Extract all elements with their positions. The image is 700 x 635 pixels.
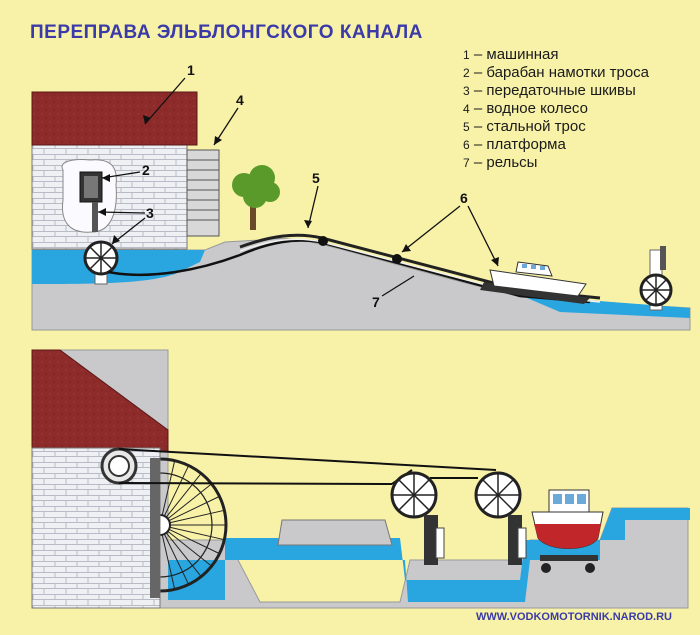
callout-2: 2 <box>142 162 150 178</box>
tree-crown <box>232 165 280 208</box>
cable-drum-bottom <box>100 447 138 485</box>
wheel-spoke <box>163 465 190 517</box>
page-title: ПЕРЕПРАВА ЭЛЬБЛОНГСКОГО КАНАЛА <box>30 22 423 43</box>
legend-item: 7 – рельсы <box>463 154 538 171</box>
transfer-pulley-left <box>390 471 445 565</box>
legend: 1 – машинная 2 – барабан намотки троса 3… <box>463 46 649 172</box>
callout-5: 5 <box>312 170 320 186</box>
wheel-spoke <box>169 526 225 541</box>
wheel-spoke <box>165 532 202 577</box>
legend-item: 2 – барабан намотки троса <box>463 64 650 81</box>
wheel-spoke <box>163 533 190 585</box>
wheel-spoke <box>168 495 220 522</box>
callout-1: 1 <box>187 62 195 78</box>
engine-house-roof-bottom <box>31 349 169 453</box>
steel-cable <box>107 239 591 304</box>
boat-on-platform <box>531 489 604 573</box>
wheel-spoke <box>169 509 225 524</box>
legend-item: 1 – машинная <box>463 46 559 63</box>
transfer-pulley-bottom <box>83 240 119 276</box>
watermark: WWW.VODKOMOTORNIK.NAROD.RU <box>476 611 672 623</box>
callout-7: 7 <box>372 294 380 310</box>
tree-trunk <box>250 198 256 230</box>
legend-item: 3 – передаточные шкивы <box>463 82 636 99</box>
legend-item: 4 – водное колесо <box>463 100 588 117</box>
wheel-spoke <box>168 528 220 555</box>
callout-4: 4 <box>236 92 244 108</box>
engine-house-roof <box>31 91 198 146</box>
platform-roller-2 <box>392 254 402 264</box>
lower-water <box>32 250 205 284</box>
wheel-spoke <box>165 473 202 518</box>
ground-bottom <box>31 349 689 609</box>
barge <box>277 519 393 546</box>
boat-hull <box>489 269 587 297</box>
wheel-spoke <box>167 530 212 567</box>
platform-roller-1 <box>318 236 328 246</box>
callout-3: 3 <box>146 205 154 221</box>
legend-item: 6 – платформа <box>463 136 566 153</box>
steel-cable-bottom <box>118 448 497 485</box>
top-scene <box>31 77 691 331</box>
transfer-pulley-right <box>639 273 673 307</box>
bottom-scene <box>31 349 690 609</box>
water-wheel <box>186 149 220 237</box>
wheel-spoke <box>161 460 176 516</box>
callout-6: 6 <box>460 190 468 206</box>
legend-item: 5 – стальной трос <box>463 118 586 135</box>
transfer-pulley-mid <box>474 471 527 565</box>
wheel-spoke <box>167 483 212 520</box>
wheel-spoke <box>161 534 176 590</box>
